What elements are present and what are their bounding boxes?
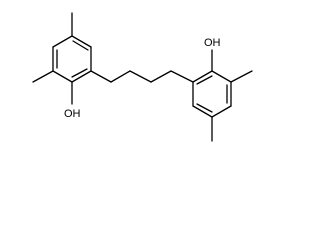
butane-linker-chain: [90, 70, 194, 83]
right-side-methyl-bond: [230, 70, 253, 83]
left-hydroxyl-label: OH: [64, 108, 81, 120]
left-ring-bond-4: [52, 70, 73, 83]
left-side-methyl-bond: [32, 70, 54, 83]
right-ring-bond-5-inner: [196, 103, 213, 113]
left-ring-bond-1: [71, 35, 92, 48]
chain-bond-3: [129, 70, 152, 83]
chain-bond-1: [90, 70, 112, 83]
chemical-structure-diagram: OH OH: [32, 12, 253, 142]
right-ring-bond-1: [192, 70, 213, 83]
left-ring-bond-3: [71, 70, 92, 83]
right-ring-bond-2: [211, 70, 232, 83]
left-ring-bond-1-inner: [72, 40, 89, 51]
left-ring-bond-3-inner: [71, 68, 88, 78]
left-ring-bond-6: [52, 35, 73, 48]
chain-bond-2: [110, 70, 131, 83]
right-ring-bond-4: [211, 105, 232, 118]
left-benzene-ring: [52, 35, 92, 83]
structure-canvas: OH OH: [32, 12, 253, 142]
right-ring-bond-1-inner: [196, 75, 213, 85]
right-benzene-ring: [192, 70, 232, 118]
right-hydroxyl-label: OH: [204, 37, 221, 49]
chain-bond-5: [170, 70, 194, 83]
right-ring-bond-5: [192, 105, 213, 118]
chain-bond-4: [150, 70, 172, 83]
